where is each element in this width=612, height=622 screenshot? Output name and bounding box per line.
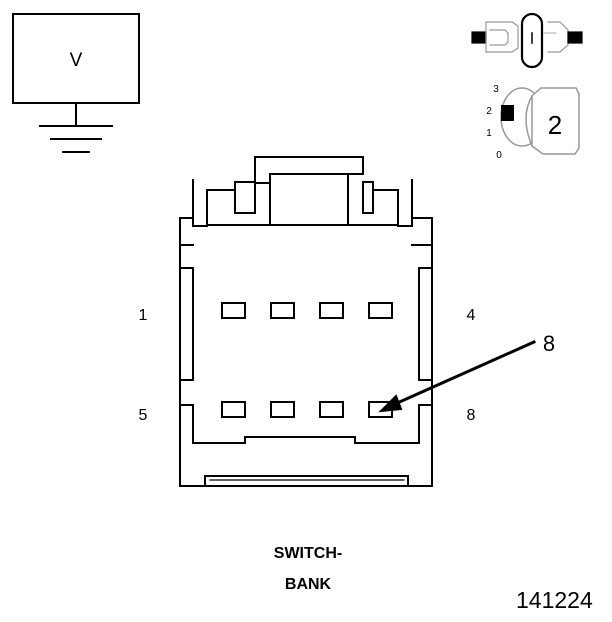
fuse-icon: [471, 12, 583, 69]
key-position-2: 2: [486, 106, 492, 117]
latch-top: [254, 156, 364, 184]
shoulder-left: [192, 179, 256, 227]
latch-right-step: [347, 173, 364, 184]
fuse-terminal-left: [471, 31, 487, 44]
pin-cavity-3: [319, 302, 344, 319]
voltmeter-symbol: V: [12, 13, 140, 153]
pin-label-4: 4: [467, 307, 476, 324]
fuse-body-right: [547, 21, 569, 53]
fuse-detail-left: [489, 29, 509, 46]
caption-line-2: BANK: [284, 576, 332, 593]
shoulder-right-inner: [362, 189, 374, 214]
lower-cavity: [179, 404, 433, 444]
callout-label: 8: [543, 331, 555, 356]
pin-cavity-1: [221, 302, 246, 319]
pin-label-1: 1: [139, 307, 148, 324]
pin-label-8: 8: [467, 407, 476, 424]
pin-row-top: [221, 302, 393, 319]
pin-label-5: 5: [139, 407, 148, 424]
outer-body: [179, 179, 433, 487]
connector-housing: [179, 156, 433, 487]
pin-cavity-6: [270, 401, 295, 418]
key-position-3: 3: [493, 84, 499, 95]
fuse-link: [520, 12, 544, 69]
callout-arrowhead: [378, 394, 403, 413]
key-position-1: 1: [486, 128, 492, 139]
pin-cavity-7: [319, 401, 344, 418]
pin-row-bottom: [221, 401, 393, 418]
key-selected-position: 2: [548, 110, 562, 140]
key-head: [531, 87, 580, 155]
voltmeter-label: V: [70, 50, 83, 71]
fuse-terminal-right: [567, 31, 583, 44]
callout-arrow: 8: [378, 331, 555, 413]
pin-cavity-5: [221, 401, 246, 418]
key-head-edge: [525, 94, 534, 147]
key-position-marker: [501, 105, 514, 121]
base-slot: [204, 475, 409, 487]
pin-cavity-4: [368, 302, 393, 319]
shoulder-right: [362, 179, 413, 227]
figure-number: 141224: [516, 587, 593, 613]
key-position-0: 0: [496, 150, 502, 161]
fuse-body-left: [485, 21, 519, 53]
shoulder-left-inner: [234, 189, 256, 214]
pin-cavity-2: [270, 302, 295, 319]
ignition-key-icon: 3 2 1 0 2: [486, 84, 580, 161]
caption-line-1: SWITCH-: [273, 545, 343, 562]
callout-line: [393, 340, 536, 406]
